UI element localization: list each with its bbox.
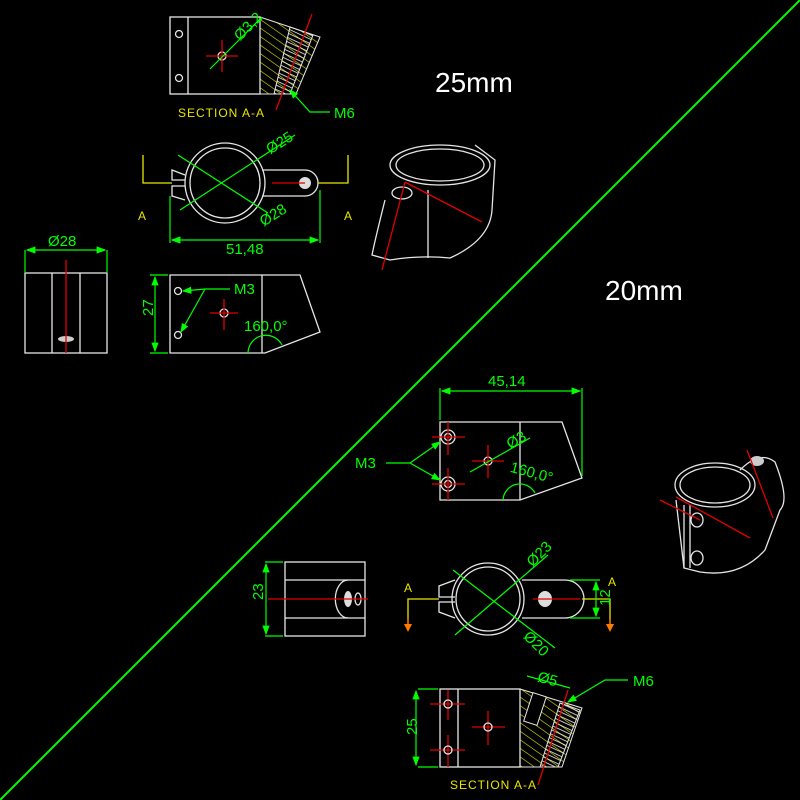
side-view-25mm: M3 27 160,0° [140, 274, 321, 354]
height-dim-25-section: 25 [404, 718, 421, 735]
section-view-25mm: Ø3,2 M6 SECTION A-A [169, 9, 355, 122]
outer-diameter-dim-25: Ø25 [263, 128, 296, 157]
thread-callout-m6-20: M6 [633, 673, 654, 690]
diameter-dim-28-end: Ø28 [48, 233, 76, 250]
end-view-20mm: 23 [250, 561, 368, 637]
thread-callout-m3-20: M3 [355, 455, 376, 472]
thread-callout-m6-25: M6 [334, 105, 355, 122]
width-dim-51-48: 51,48 [226, 241, 264, 258]
hole-diameter-dim-5: Ø5 [536, 669, 560, 691]
height-dim-27: 27 [140, 299, 157, 316]
hole-diameter-dim-20: Ø3 [504, 428, 530, 453]
thread-callout-m3-25: M3 [234, 281, 255, 298]
top-view-25mm: A A Ø25 Ø28 51,48 [138, 128, 353, 258]
part-title-25mm: 25mm [435, 67, 513, 98]
inner-diameter-dim-25: Ø28 [257, 201, 290, 230]
section-marker-a-right-25: A [344, 209, 353, 223]
section-marker-a-right-20: A [608, 575, 617, 589]
angle-dim-20: 160,0° [508, 459, 554, 487]
outer-diameter-dim-20: Ø23 [523, 538, 555, 570]
angle-dim-25: 160,0° [244, 318, 288, 335]
isometric-view-20mm [659, 449, 785, 574]
section-label-25: SECTION A-A [178, 106, 265, 120]
height-dim-23: 23 [250, 583, 267, 600]
side-view-20mm: Ø3 45,14 M3 160,0° [355, 373, 583, 501]
top-view-20mm: A A Ø23 Ø20 12 [404, 538, 617, 660]
inner-diameter-dim-20: Ø20 [520, 628, 552, 660]
end-view-25mm: Ø28 [24, 233, 108, 354]
section-marker-a-left-25: A [138, 209, 147, 223]
lug-height-dim-12: 12 [597, 589, 614, 606]
width-dim-45-14: 45,14 [488, 373, 526, 390]
section-view-20mm: 25 Ø5 M6 SECTION A-A [404, 669, 654, 792]
isometric-view-25mm [371, 144, 496, 271]
section-label-20: SECTION A-A [450, 778, 537, 792]
section-marker-a-left-20: A [404, 581, 413, 595]
part-title-20mm: 20mm [605, 275, 683, 306]
